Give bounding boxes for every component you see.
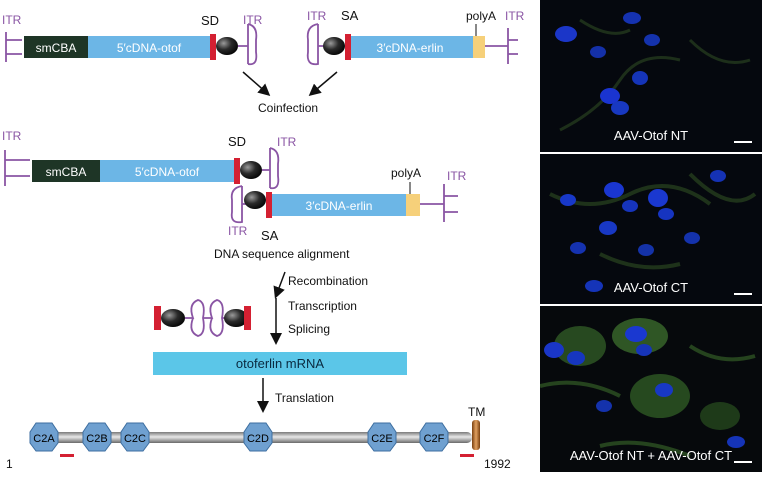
recombined-concatemer: [154, 299, 251, 337]
smcba-promoter: [24, 36, 88, 58]
panel-caption-nt-ct: AAV-Otof NT + AAV-Otof CT: [569, 448, 733, 463]
itr-hairpin: [420, 184, 458, 222]
itr-label: ITR: [277, 135, 297, 149]
arrow-coinfection-left: [242, 71, 271, 96]
residue-end-label: 1992: [484, 457, 511, 471]
itr-hairpin: [485, 28, 518, 64]
scale-bar: [734, 461, 752, 463]
polya-box: [406, 194, 420, 216]
aligned-vector-5prime: ITR smCBA 5′cDNA-otof SD ITR: [2, 129, 297, 190]
cdna-5prime-label: 5′cDNA-otof: [117, 41, 182, 55]
micrograph-nt-image: [540, 0, 762, 152]
domain-c2e-label: C2E: [371, 433, 392, 445]
sa-junction: [345, 34, 351, 60]
vector-3prime: ITR SA 3′cDNA-erlin polyA ITR: [306, 8, 525, 66]
epitope-marker-c: [460, 454, 474, 457]
micrograph-nt-ct-image: [540, 306, 762, 472]
smcba-promoter: [32, 160, 100, 182]
itr-label: ITR: [307, 9, 327, 23]
alignment-label: DNA sequence alignment: [214, 247, 350, 261]
transcription-label: Transcription: [288, 299, 357, 313]
domain-c2a-label: C2A: [33, 433, 55, 445]
itr-hairpin: [4, 150, 30, 186]
scale-bar: [734, 293, 752, 295]
cdna-5prime-box: [100, 160, 234, 182]
domain-c2e: [367, 422, 397, 452]
aligned-vector-3prime: ITR SA 3′cDNA-erlin polyA ITR: [228, 166, 467, 243]
domain-c2a: [29, 422, 59, 452]
itr-label: ITR: [228, 224, 248, 238]
epitope-marker-n: [60, 454, 74, 457]
cdna-5prime-label: 5′cDNA-otof: [135, 165, 200, 179]
sd-junction: [234, 158, 240, 184]
splicing-label: Splicing: [288, 322, 330, 336]
smcba-label: smCBA: [46, 165, 87, 179]
sa-label: SA: [261, 228, 279, 243]
sd-junction: [154, 306, 161, 330]
domain-c2d-label: C2D: [247, 433, 269, 445]
panel-caption-ct: AAV-Otof CT: [613, 280, 689, 295]
splice-ball: [216, 37, 238, 55]
arrow-recombination: [273, 271, 286, 299]
cdna-3prime-box: [351, 36, 473, 58]
polya-label: polyA: [391, 166, 421, 180]
tm-domain: [472, 420, 480, 450]
splice-ball: [323, 37, 345, 55]
residue-start-label: 1: [6, 457, 13, 471]
arrow-coinfection-right: [308, 71, 338, 96]
micrograph-nt: AAV-Otof NT: [540, 0, 762, 152]
micrograph-ct: AAV-Otof CT: [540, 154, 762, 304]
coinfection-label: Coinfection: [258, 101, 318, 115]
domain-c2f-label: C2F: [424, 433, 445, 445]
polya-label: polyA: [466, 9, 496, 23]
otoferlin-mrna-bar: [153, 352, 407, 375]
itr-label: ITR: [243, 13, 263, 27]
tm-label: TM: [468, 405, 485, 419]
double-itr: [185, 299, 228, 337]
domain-c2c-label: C2C: [124, 433, 146, 445]
domain-c2f: [419, 422, 449, 452]
sa-label: SA: [341, 8, 359, 23]
scale-bar: [734, 141, 752, 143]
domain-c2b-label: C2B: [86, 433, 107, 445]
itr-label: ITR: [2, 129, 22, 143]
sa-junction: [244, 306, 251, 330]
translation-label: Translation: [275, 391, 334, 405]
micrograph-ct-image: [540, 154, 762, 304]
itr-hairpin: [238, 23, 258, 66]
domain-c2b: [82, 422, 112, 452]
itr-hairpin: [262, 147, 280, 190]
splice-ball: [244, 191, 266, 209]
domain-c2d: [243, 422, 273, 452]
sa-junction: [266, 192, 272, 218]
splice-ball: [240, 161, 262, 179]
itr-label: ITR: [505, 9, 525, 23]
micrograph-nt-ct: AAV-Otof NT + AAV-Otof CT: [540, 306, 762, 472]
cdna-5prime-box: [88, 36, 210, 58]
sd-label: SD: [228, 134, 246, 149]
recombination-label: Recombination: [288, 274, 368, 288]
mrna-label: otoferlin mRNA: [236, 356, 324, 371]
splice-ball: [161, 309, 185, 327]
itr-label: ITR: [2, 13, 22, 27]
otoferlin-protein: C2A C2B C2C C2D C2E C2F TM 1 1992: [6, 405, 511, 471]
cdna-3prime-box: [272, 194, 406, 216]
itr-hairpin: [5, 32, 22, 62]
panel-caption-nt: AAV-Otof NT: [613, 128, 689, 143]
splice-ball: [224, 309, 248, 327]
vector-5prime: ITR smCBA 5′cDNA-otof SD ITR: [2, 13, 263, 66]
polya-box: [473, 36, 485, 58]
cdna-3prime-label: 3′cDNA-erlin: [306, 199, 373, 213]
sd-junction: [210, 34, 216, 60]
sd-label: SD: [201, 13, 219, 28]
smcba-label: smCBA: [36, 41, 77, 55]
domain-c2c: [120, 422, 150, 452]
itr-label: ITR: [447, 169, 467, 183]
cdna-3prime-label: 3′cDNA-erlin: [377, 41, 444, 55]
